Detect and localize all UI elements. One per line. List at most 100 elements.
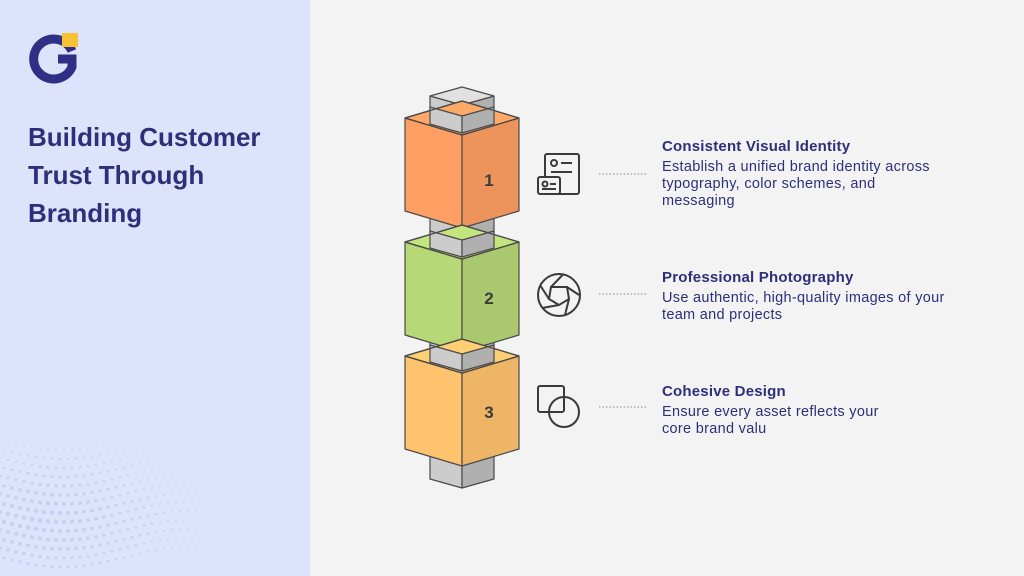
decor-dot	[150, 522, 154, 526]
decor-dot	[30, 481, 34, 485]
decor-dot	[6, 530, 10, 534]
decor-dot	[38, 465, 42, 468]
decor-dot	[86, 500, 90, 504]
decor-dot	[90, 563, 94, 566]
decor-dot	[102, 551, 106, 555]
decor-dot	[65, 510, 71, 515]
decor-dot	[122, 484, 126, 487]
decor-dot	[1, 519, 7, 525]
decor-dot	[102, 515, 106, 519]
decor-dot	[171, 475, 173, 477]
decor-dot	[146, 496, 150, 499]
decor-dot	[154, 530, 158, 534]
decor-dot	[57, 510, 63, 516]
decor-dot	[143, 452, 145, 455]
decor-dot	[114, 486, 118, 489]
decor-dot	[42, 474, 46, 478]
decor-dot	[98, 525, 102, 529]
decor-dot	[211, 494, 213, 496]
decor-dot	[34, 491, 38, 495]
decor-dot	[102, 533, 106, 537]
decor-dot	[10, 540, 14, 544]
block-1-top-outline	[404, 100, 520, 136]
block-1-pillar-hole-right	[461, 106, 495, 134]
decor-dot	[90, 490, 94, 495]
decor-dot	[146, 550, 150, 553]
step-1-title: Consistent Visual Identity	[662, 138, 851, 155]
decor-dot	[130, 554, 134, 557]
decor-dot	[195, 528, 197, 530]
decor-dot	[90, 508, 94, 513]
decor-dot	[50, 457, 54, 460]
decor-dot	[138, 498, 142, 501]
decor-dot	[122, 519, 126, 523]
dot-pattern-decoration	[0, 437, 233, 569]
decor-dot	[106, 487, 110, 491]
decor-dot	[138, 534, 142, 537]
decor-dot	[78, 519, 82, 524]
decor-dot	[69, 519, 75, 524]
block-3-top-outline	[404, 338, 520, 374]
decor-dot	[25, 525, 31, 530]
decor-dot	[171, 457, 173, 459]
decor-dot	[0, 546, 2, 550]
decor-dot	[18, 488, 22, 492]
decor-dot	[31, 446, 33, 449]
decor-dot	[114, 558, 118, 561]
decor-dot	[26, 543, 30, 548]
decor-dot	[106, 560, 110, 563]
decor-dot	[10, 468, 14, 472]
decor-dot	[22, 480, 26, 484]
decor-dot	[138, 552, 142, 555]
decor-dot	[122, 556, 126, 559]
decor-dot	[183, 537, 185, 539]
decor-dot	[49, 510, 55, 515]
decor-dot	[159, 485, 161, 488]
decor-dot	[6, 548, 10, 552]
decor-dot	[82, 545, 86, 550]
decor-dot	[99, 454, 101, 456]
decor-dot	[22, 551, 26, 556]
decor-dot	[103, 444, 105, 446]
decor-dot	[199, 501, 201, 504]
decor-dot	[130, 500, 134, 503]
decor-dot	[223, 523, 225, 525]
decor-dot	[78, 501, 82, 505]
decor-dot	[14, 460, 18, 464]
decor-dot	[94, 553, 98, 557]
decor-dot	[83, 456, 85, 459]
decor-dot	[102, 497, 106, 501]
decor-dot	[18, 560, 22, 564]
decor-dot	[227, 515, 229, 516]
decor-dot	[175, 519, 177, 522]
decor-dot	[54, 537, 58, 542]
decor-dot	[162, 529, 166, 532]
decor-dot	[147, 460, 149, 463]
decor-dot	[207, 520, 209, 522]
decor-dot	[199, 537, 201, 540]
decor-dot	[159, 449, 161, 451]
decor-dot	[14, 496, 18, 500]
decor-dot	[130, 517, 134, 521]
decor-dot	[58, 493, 62, 497]
decor-dot	[211, 530, 213, 532]
decor-dot	[39, 447, 41, 450]
decor-dot	[223, 505, 225, 507]
decor-dot	[207, 484, 209, 486]
decor-dot	[58, 475, 62, 479]
decor-dot	[187, 528, 189, 530]
decor-dot	[118, 476, 122, 479]
decor-dot	[11, 451, 13, 453]
decor-dot	[110, 513, 114, 517]
decor-dot	[70, 466, 74, 469]
decor-dot	[155, 459, 157, 461]
decor-dot	[215, 539, 217, 541]
decor-dot	[30, 499, 34, 504]
decor-dot	[167, 448, 169, 450]
decor-dot	[91, 455, 93, 458]
decor-dot	[135, 437, 137, 438]
decor-dot	[46, 537, 50, 542]
decor-dot	[207, 502, 209, 504]
